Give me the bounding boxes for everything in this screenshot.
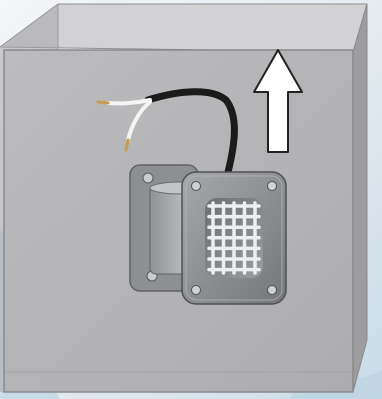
fan-grille (205, 198, 263, 278)
screw-icon (268, 286, 277, 295)
screw-icon (268, 182, 277, 191)
wire-tip-upper (98, 102, 108, 103)
panel-right-side (353, 4, 367, 392)
screw-icon (143, 173, 153, 183)
screw-icon (192, 286, 201, 295)
wire-tip-lower (126, 140, 128, 150)
screw-icon (192, 182, 201, 191)
